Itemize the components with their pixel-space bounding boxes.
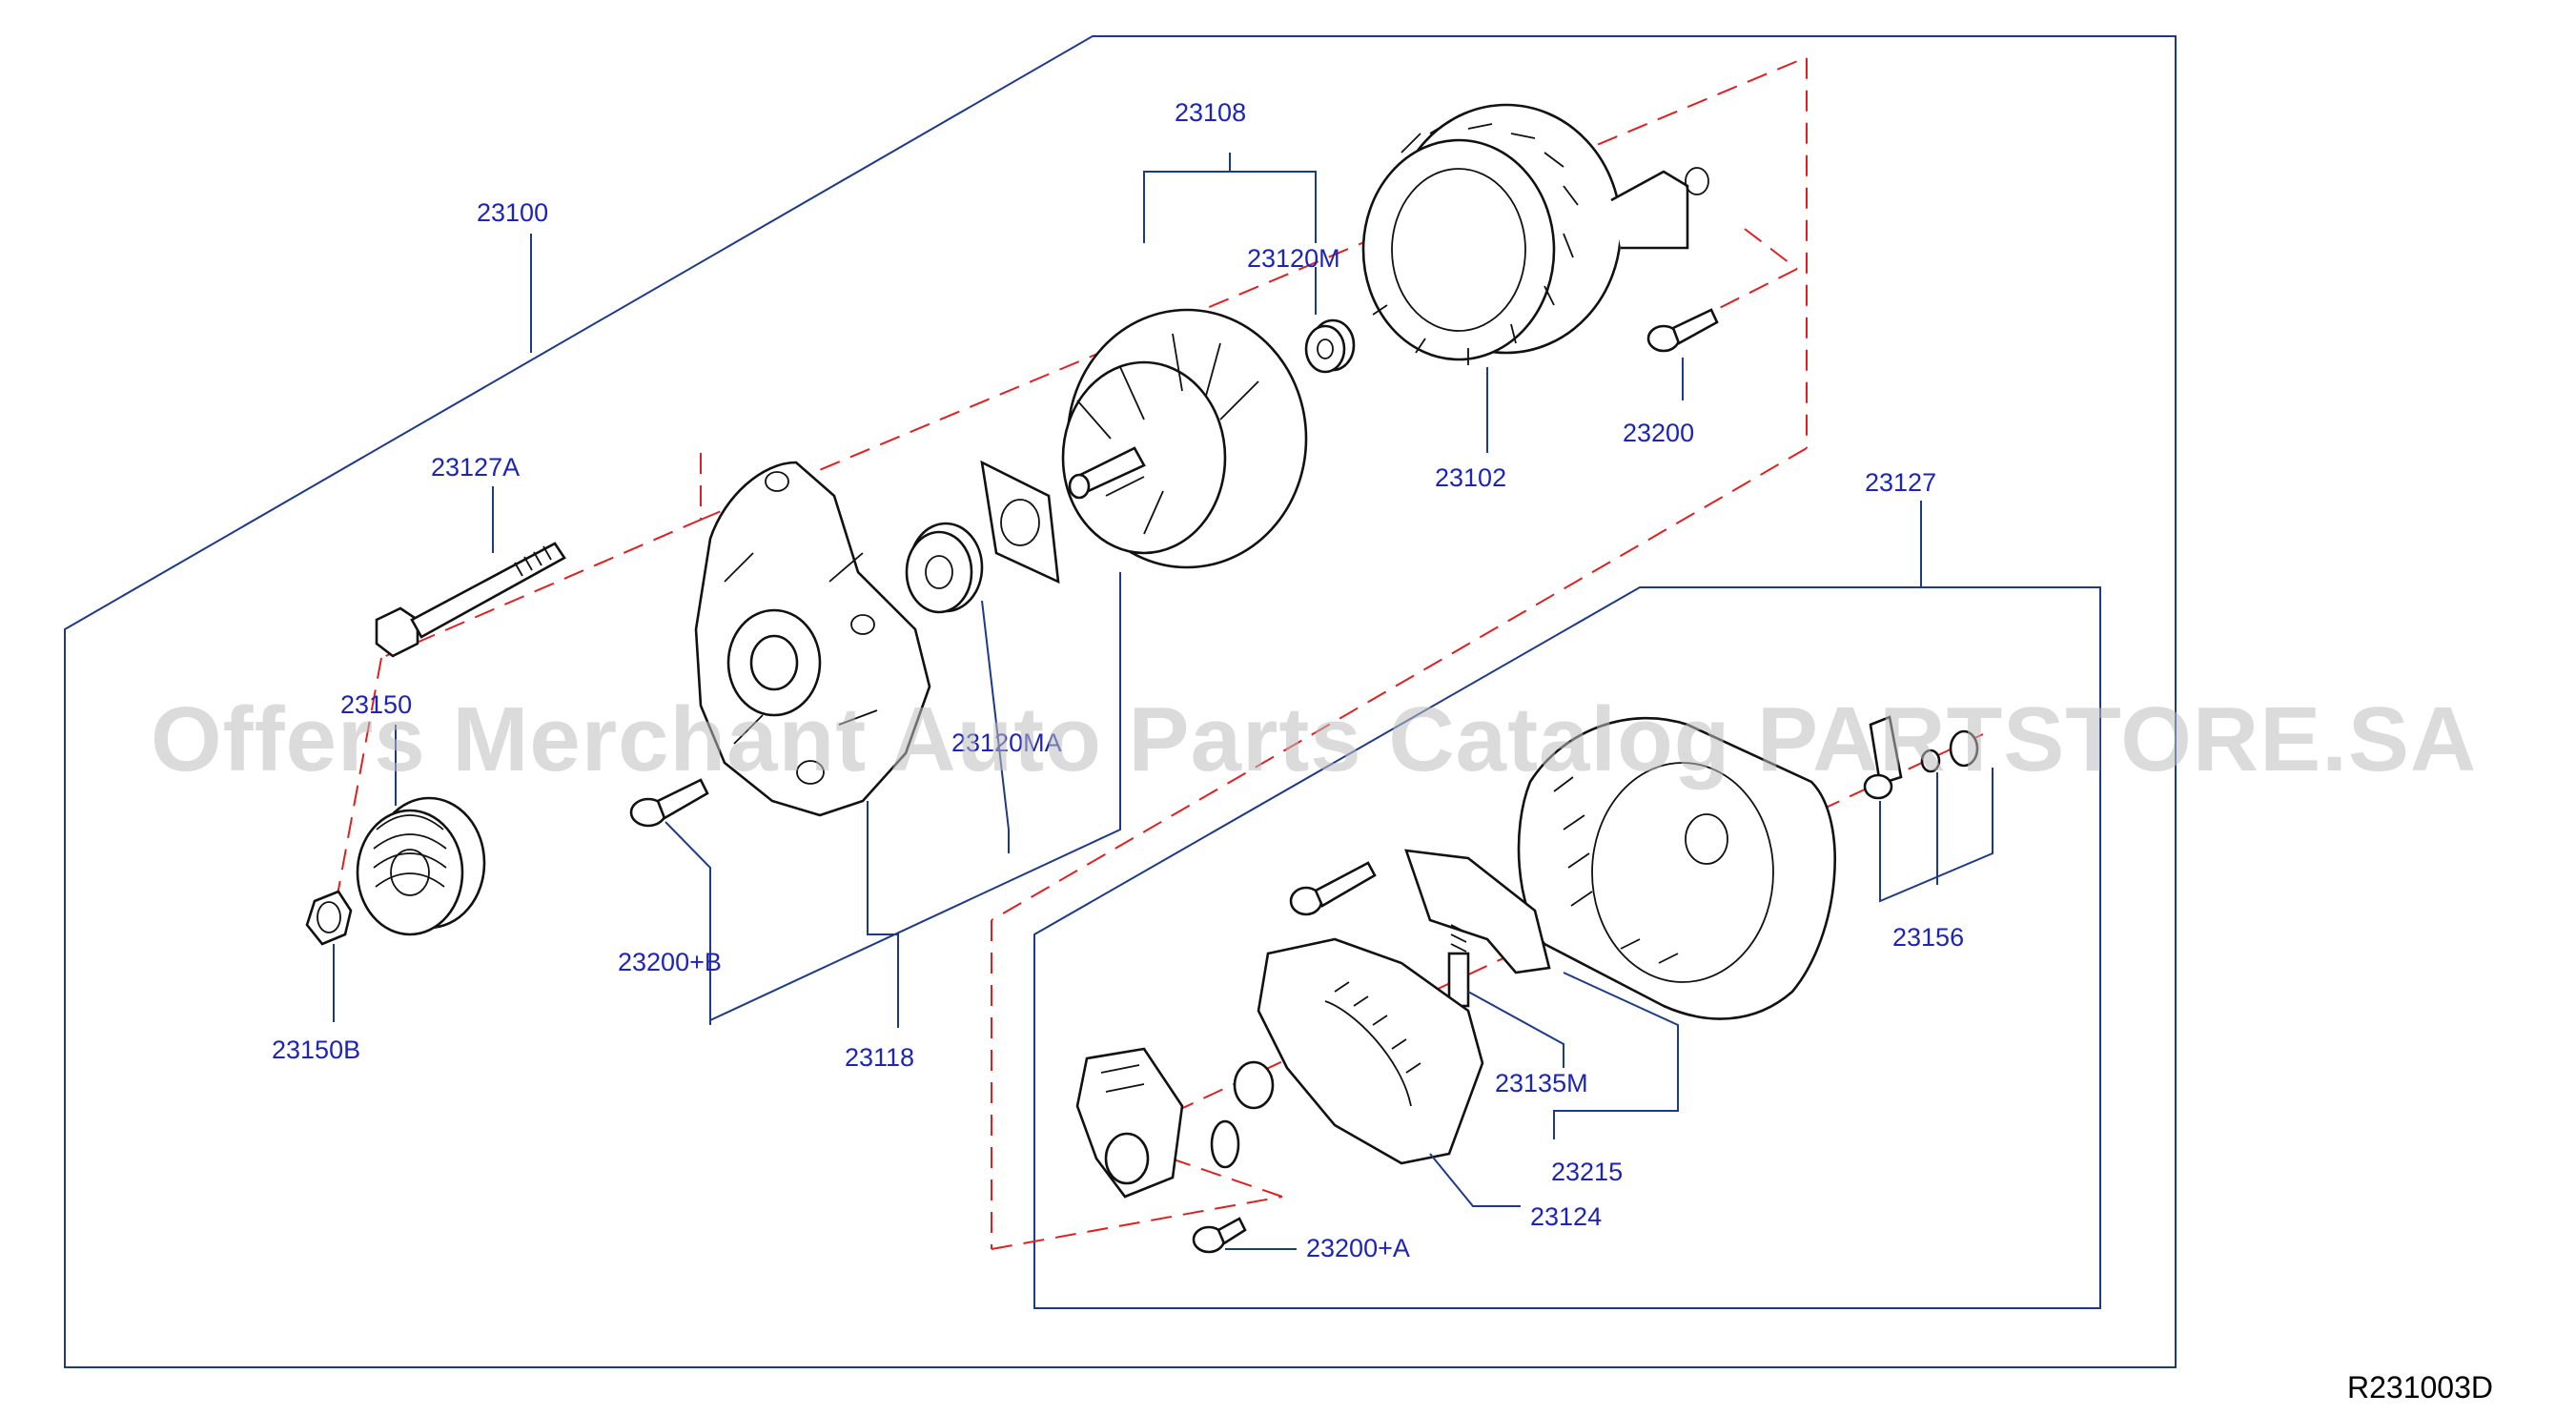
label-23108: 23108 bbox=[1175, 98, 1246, 127]
pulley-23150 bbox=[356, 796, 486, 936]
bolt-23200A bbox=[1192, 1217, 1247, 1254]
label-23200: 23200 bbox=[1623, 419, 1694, 447]
bolt-regulator bbox=[1289, 861, 1377, 916]
regulator-23215 bbox=[1404, 849, 1551, 1008]
bolt-23127A bbox=[375, 542, 566, 658]
rectifier-23124 bbox=[1257, 937, 1484, 1165]
retainer-plate bbox=[980, 460, 1060, 584]
label-23124: 23124 bbox=[1530, 1202, 1602, 1231]
washer-ring bbox=[1233, 1060, 1275, 1110]
bolt-23200 bbox=[1646, 308, 1719, 353]
bearing-23120M bbox=[1304, 318, 1356, 374]
label-23150: 23150 bbox=[340, 690, 412, 719]
assembly-frame-23127 bbox=[1033, 586, 2101, 1309]
watermark: Offers Merchant Auto Parts Catalog PARTS… bbox=[151, 688, 2477, 790]
label-23135M: 23135M bbox=[1495, 1069, 1588, 1097]
label-23118: 23118 bbox=[845, 1043, 914, 1072]
assembly-frame-23100 bbox=[64, 35, 2177, 1368]
diagram-ref-code: R231003D bbox=[2347, 1370, 2493, 1405]
label-23120M: 23120M bbox=[1247, 244, 1340, 273]
nut-23150B bbox=[305, 890, 353, 946]
ic-regulator bbox=[1075, 1047, 1240, 1199]
label-23100: 23100 bbox=[477, 198, 548, 227]
label-23150B: 23150B bbox=[272, 1036, 360, 1064]
label-23120MA: 23120MA bbox=[951, 728, 1062, 757]
assembly-axes bbox=[333, 55, 1984, 1250]
label-23200A: 23200+A bbox=[1306, 1234, 1410, 1262]
bearing-23120MA bbox=[905, 522, 984, 614]
label-23156: 23156 bbox=[1892, 923, 1964, 952]
label-23102: 23102 bbox=[1435, 463, 1506, 492]
bolt-23200B bbox=[629, 778, 709, 828]
rotor-23108 bbox=[1061, 308, 1308, 569]
label-23127: 23127 bbox=[1865, 468, 1936, 497]
leader-lines bbox=[333, 153, 1993, 1250]
front-housing-23118 bbox=[694, 461, 931, 817]
terminal-set-23156 bbox=[1863, 715, 1979, 800]
label-23215: 23215 bbox=[1551, 1158, 1623, 1186]
label-23200B: 23200+B bbox=[618, 948, 722, 976]
stator-23102 bbox=[1361, 103, 1709, 365]
label-23127A: 23127A bbox=[431, 453, 520, 482]
